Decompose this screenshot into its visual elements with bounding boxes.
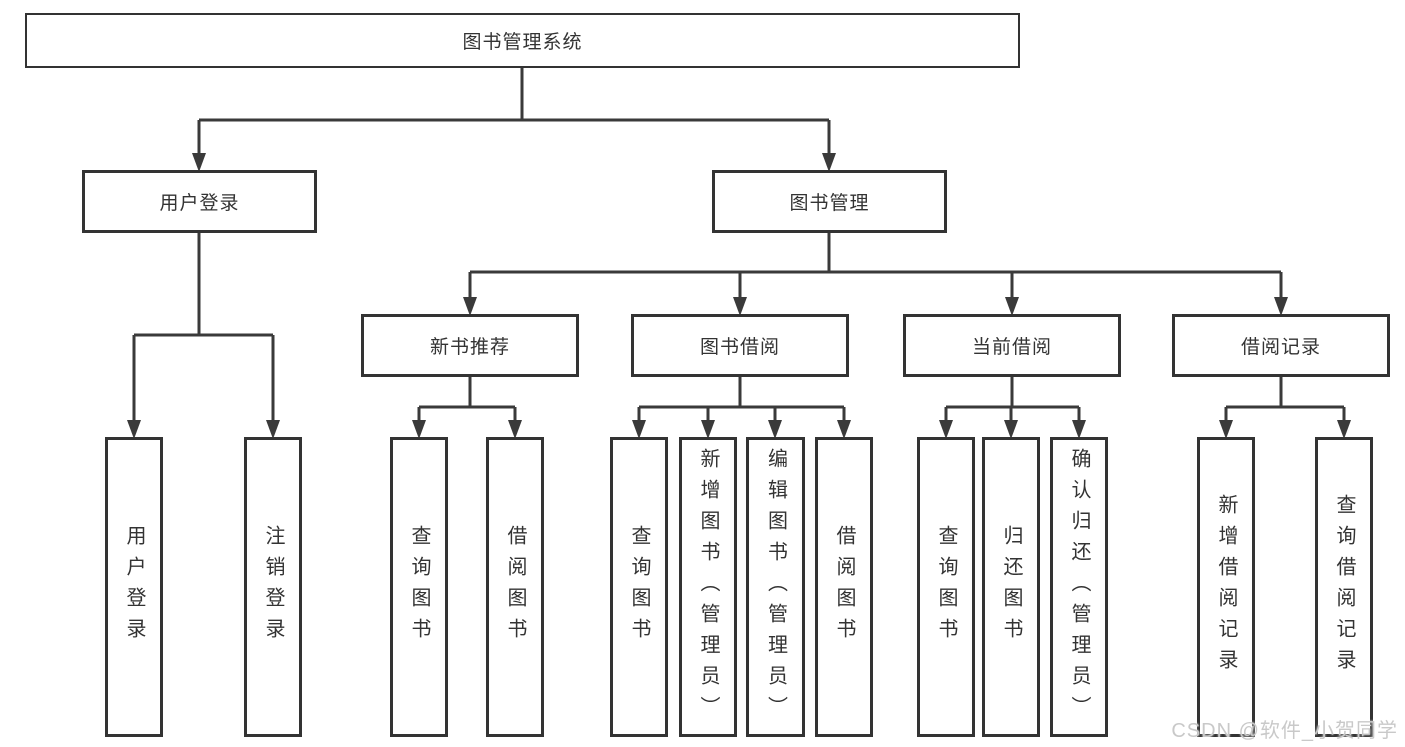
leaf-return-books: 归还图书 bbox=[982, 437, 1040, 737]
connector-root-to-level2 bbox=[197, 68, 831, 155]
leaf-query-borrow-record: 查询借阅记录 bbox=[1315, 437, 1373, 737]
leaf-query-books-recommend: 查询图书 bbox=[390, 437, 448, 737]
node-book-borrow: 图书借阅 bbox=[631, 314, 849, 377]
node-library-management-system: 图书管理系统 bbox=[25, 13, 1020, 68]
leaf-logout: 注销登录 bbox=[244, 437, 302, 737]
leaf-edit-book-admin: 编辑图书（管理员） bbox=[746, 437, 805, 737]
node-current-borrow: 当前借阅 bbox=[903, 314, 1121, 377]
connector-currentborrow-to-leaves bbox=[944, 377, 1081, 422]
node-new-book-recommend: 新书推荐 bbox=[361, 314, 579, 377]
node-user-login: 用户登录 bbox=[82, 170, 317, 233]
connector-bookborrow-to-leaves bbox=[637, 377, 846, 422]
leaf-borrow-books-recommend: 借阅图书 bbox=[486, 437, 544, 737]
connector-newbook-to-leaves bbox=[417, 377, 517, 422]
leaf-query-books-borrow: 查询图书 bbox=[610, 437, 668, 737]
leaf-borrow-books-2: 借阅图书 bbox=[815, 437, 873, 737]
csdn-watermark: CSDN @软件_小贺同学 bbox=[1171, 720, 1398, 742]
leaf-confirm-return-admin: 确认归还（管理员） bbox=[1050, 437, 1108, 737]
leaf-add-book-admin: 新增图书（管理员） bbox=[679, 437, 737, 737]
node-book-management: 图书管理 bbox=[712, 170, 947, 233]
connector-bookmgmt-to-level3 bbox=[468, 233, 1283, 298]
connector-borrowrecords-to-leaves bbox=[1224, 377, 1346, 422]
leaf-query-books-current: 查询图书 bbox=[917, 437, 975, 737]
node-borrow-records: 借阅记录 bbox=[1172, 314, 1390, 377]
leaf-add-borrow-record: 新增借阅记录 bbox=[1197, 437, 1255, 737]
connector-userlogin-to-leaves bbox=[132, 233, 275, 422]
leaf-user-login: 用户登录 bbox=[105, 437, 163, 737]
